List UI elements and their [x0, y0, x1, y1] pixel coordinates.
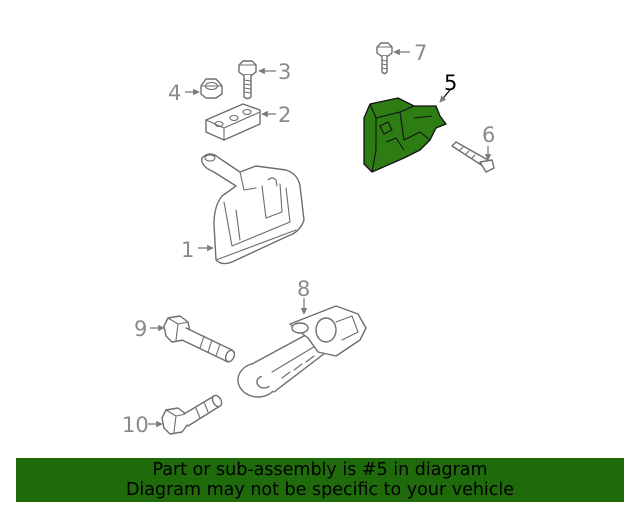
callout-2: 2 [278, 103, 291, 127]
callout-8: 8 [297, 277, 310, 301]
leader-5 [439, 89, 451, 103]
part-8-torque-rod[interactable] [237, 305, 367, 398]
banner-line-1: Part or sub-assembly is #5 in diagram [152, 460, 488, 480]
callout-10: 10 [122, 413, 149, 437]
parts-diagram: 7 3 4 2 1 [122, 41, 495, 437]
part-9-long-bolt[interactable] [163, 315, 236, 363]
info-banner: Part or sub-assembly is #5 in diagram Di… [16, 458, 624, 502]
callout-9: 9 [134, 317, 147, 341]
callout-1: 1 [181, 238, 194, 262]
part-7-bolt[interactable] [376, 42, 393, 75]
part-10-bolt[interactable] [161, 394, 223, 435]
callout-7: 7 [414, 41, 427, 65]
part-4-nut[interactable] [200, 78, 223, 99]
part-5-mount-bracket[interactable] [363, 97, 447, 173]
callout-5: 5 [444, 71, 457, 95]
callout-6: 6 [482, 123, 495, 147]
banner-line-2: Diagram may not be specific to your vehi… [125, 480, 515, 500]
part-2-bracket-plate[interactable] [205, 103, 261, 141]
callout-3: 3 [278, 60, 291, 84]
part-3-bolt[interactable] [238, 60, 257, 100]
callout-4: 4 [168, 81, 181, 105]
part-1-transmission-mount[interactable] [201, 153, 305, 265]
